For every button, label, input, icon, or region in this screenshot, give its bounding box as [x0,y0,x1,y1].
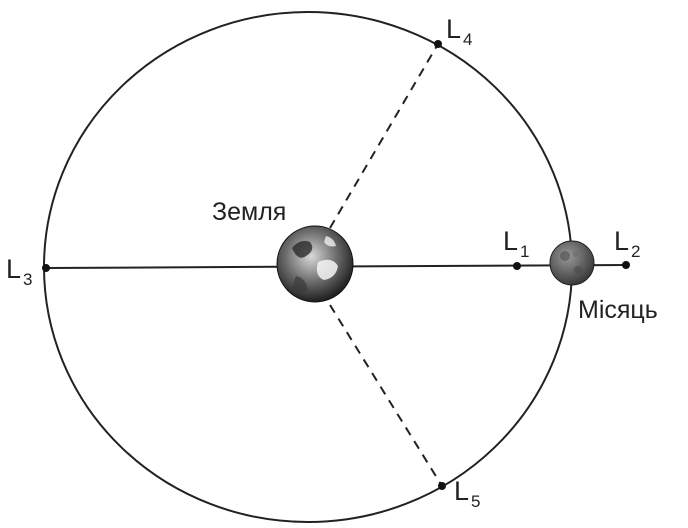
earth-icon [276,225,354,303]
l5-label: L 5 [454,476,480,511]
svg-text:2: 2 [631,242,640,261]
dashed-line-l5 [329,304,443,487]
l2-label: L 2 [614,226,640,261]
svg-text:4: 4 [463,30,472,49]
moon-label: Місяць [578,296,658,324]
svg-text:L: L [454,476,469,506]
l5-point [438,482,446,490]
l2-point [622,261,630,269]
svg-text:5: 5 [471,492,480,511]
l4-label: L 4 [446,14,472,49]
l4-point [434,40,442,48]
svg-text:3: 3 [23,270,32,289]
l3-point [42,264,50,272]
dashed-line-l4 [329,43,439,229]
svg-text:L: L [614,226,629,256]
earth-label: Земля [212,198,286,226]
svg-text:L: L [503,226,518,256]
svg-text:1: 1 [520,242,529,261]
svg-text:L: L [446,14,461,44]
l3-label: L 3 [6,254,32,289]
l1-label: L 1 [503,226,529,261]
svg-text:L: L [6,254,21,284]
l1-point [513,262,521,270]
moon-icon [549,240,595,286]
